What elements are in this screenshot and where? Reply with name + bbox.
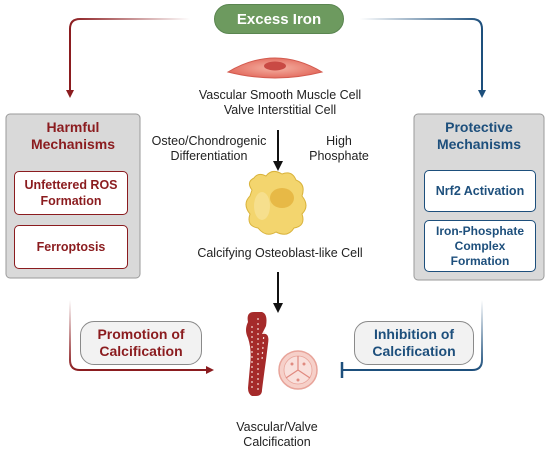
harmful-title-1: Harmful xyxy=(46,119,100,135)
promotion-line2: Calcification xyxy=(99,343,183,359)
protective-title-1: Protective xyxy=(445,119,513,135)
arrow-promotion xyxy=(69,300,214,374)
excess-iron-label: Excess Iron xyxy=(236,10,322,28)
mechanism-nrf2: Nrf2 Activation xyxy=(424,170,536,212)
mechanism-iron-phosphate-line3: Formation xyxy=(450,253,510,268)
cell-type-label-vic: Valve Interstitial Cell xyxy=(223,103,337,117)
mechanism-iron-phosphate-line1: Iron-Phosphate xyxy=(435,223,524,238)
cell-type-label-vsmc: Vascular Smooth Muscle Cell xyxy=(198,88,362,102)
smooth-muscle-cell-icon xyxy=(226,57,324,79)
mechanism-ros: Unfettered ROS Formation xyxy=(14,171,128,215)
mechanism-ferroptosis: Ferroptosis xyxy=(14,225,128,269)
inhibition-line2: Calcification xyxy=(372,343,456,359)
protective-title-2: Mechanisms xyxy=(436,136,522,152)
mechanism-ferroptosis-label: Ferroptosis xyxy=(36,240,106,254)
harmful-title-2: Mechanisms xyxy=(30,136,116,152)
calcification-label-2: Calcification xyxy=(243,435,311,449)
arrow-to-protective xyxy=(360,18,486,98)
phosphate-label-2: Phosphate xyxy=(309,149,369,163)
osteoblast-label: Calcifying Osteoblast-like Cell xyxy=(197,246,363,260)
osteoblast-cell-icon xyxy=(245,170,307,235)
inhibition-pill: Inhibition of Calcification xyxy=(354,321,474,365)
mechanism-iron-phosphate: Iron-Phosphate Complex Formation xyxy=(424,220,536,272)
promotion-pill: Promotion of Calcification xyxy=(80,321,202,365)
mechanism-nrf2-label: Nrf2 Activation xyxy=(435,184,525,198)
mechanism-ros-line1: Unfettered ROS xyxy=(24,178,118,192)
mechanism-ros-line2: Formation xyxy=(40,194,102,208)
calcified-valve-icon xyxy=(278,350,318,390)
inhibition-line xyxy=(340,300,483,378)
calcification-label-1: Vascular/Valve xyxy=(236,420,318,434)
arrow-to-harmful xyxy=(66,18,190,98)
differentiation-label-2: Differentiation xyxy=(170,149,248,163)
differentiation-label-1: Osteo/Chondrogenic xyxy=(151,134,267,148)
phosphate-label-1: High xyxy=(326,134,352,148)
inhibition-line1: Inhibition of xyxy=(373,326,455,342)
excess-iron-pill: Excess Iron xyxy=(214,4,344,34)
mechanism-iron-phosphate-line2: Complex xyxy=(454,238,506,253)
calcified-vessel-icon xyxy=(246,312,269,396)
promotion-line1: Promotion of xyxy=(97,326,185,342)
